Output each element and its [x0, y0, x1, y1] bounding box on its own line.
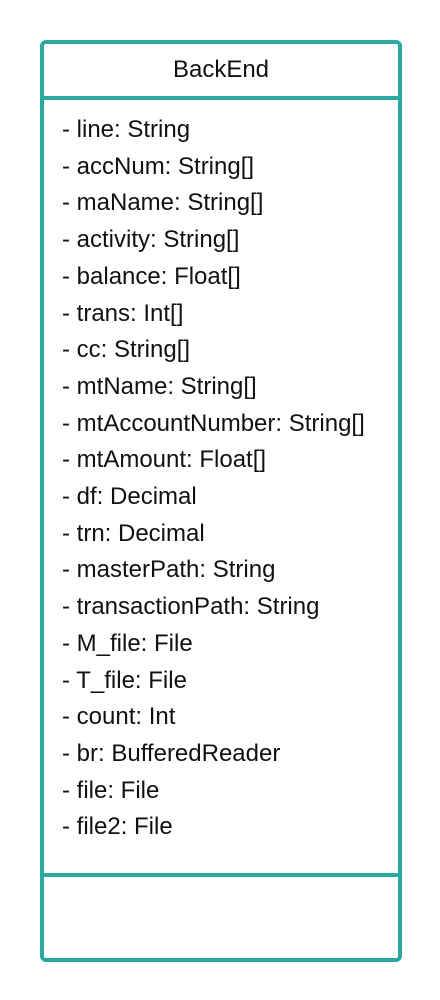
attribute-activity: - activity: String[] — [62, 226, 240, 254]
attribute-trans: - trans: Int[] — [62, 299, 184, 327]
attribute-trn: - trn: Decimal — [62, 519, 205, 547]
attribute-maname: - maName: String[] — [62, 189, 264, 217]
attribute-accnum: - accNum: String[] — [62, 152, 255, 180]
attribute-m-file: - M_file: File — [62, 629, 193, 657]
methods-compartment — [44, 873, 398, 959]
attribute-balance: - balance: Float[] — [62, 262, 241, 290]
attribute-mtaccountnumber: - mtAccountNumber: String[] — [62, 409, 365, 437]
attribute-mtamount: - mtAmount: Float[] — [62, 446, 267, 474]
attribute-mtname: - mtName: String[] — [62, 372, 257, 400]
attribute-df: - df: Decimal — [62, 483, 197, 511]
attribute-cc: - cc: String[] — [62, 336, 191, 364]
attribute-br: - br: BufferedReader — [62, 739, 281, 767]
attribute-masterpath: - masterPath: String — [62, 556, 276, 584]
attribute-file2: - file2: File — [62, 813, 173, 841]
attributes-compartment: - line: String - accNum: String[] - maNa… — [44, 100, 398, 876]
class-name: BackEnd — [44, 44, 398, 100]
attribute-t-file: - T_file: File — [62, 666, 187, 694]
attribute-file: - file: File — [62, 776, 160, 804]
attribute-transactionpath: - transactionPath: String — [62, 593, 320, 621]
attribute-line: - line: String — [62, 116, 191, 143]
uml-class-box[interactable]: BackEnd - line: String - accNum: String[… — [40, 40, 402, 962]
attribute-count: - count: Int — [62, 703, 176, 731]
